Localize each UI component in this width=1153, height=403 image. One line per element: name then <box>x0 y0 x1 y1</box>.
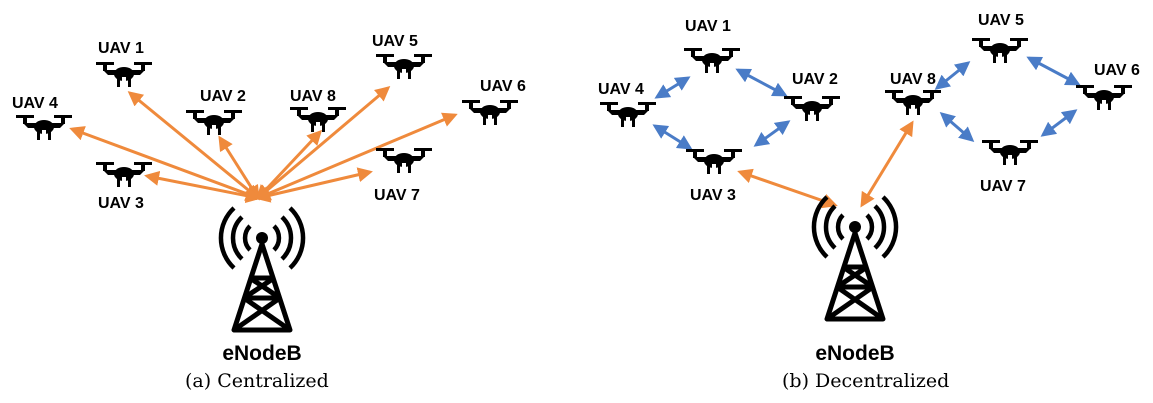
uav-3-drone-icon <box>686 149 742 174</box>
uav-3-label: UAV 3 <box>690 187 736 204</box>
link-uav6-uav7 <box>1040 109 1078 137</box>
uav-mesh-links <box>652 56 1081 150</box>
link-uav2-uav3 <box>753 120 791 147</box>
uav-8-drone-icon <box>885 90 941 115</box>
uav-7-drone-icon <box>376 148 432 173</box>
uav-4-drone-icon <box>16 115 72 140</box>
link-enodeb-uav4 <box>69 126 261 201</box>
uav-2-label: UAV 2 <box>792 71 838 88</box>
uav-7-drone-icon <box>982 140 1038 165</box>
centralized-panel: UAV 1 UAV 2 UAV 3 UAV 4 UAV 5 UAV 6 UAV … <box>0 0 560 403</box>
uav-1-drone-icon <box>96 62 152 87</box>
link-uav3-uav4 <box>652 124 693 150</box>
link-uav7-uav8 <box>939 112 975 142</box>
uav-3-drone-icon <box>96 162 152 187</box>
uav-6-drone-icon <box>462 100 518 125</box>
link-uav4-uav1 <box>654 76 691 99</box>
decentralized-panel: UAV 1 UAV 2 UAV 3 UAV 4 UAV 5 UAV 6 UAV … <box>560 0 1153 403</box>
uav-8-drone-icon <box>290 107 346 132</box>
link-uav1-uav2 <box>735 68 788 97</box>
uav-8-label: UAV 8 <box>290 88 336 105</box>
uav-6-drone-icon <box>1076 85 1132 110</box>
caption-centralized: (a) Centralized <box>185 370 329 392</box>
decentralized-diagram: UAV 1 UAV 2 UAV 3 UAV 4 UAV 5 UAV 6 UAV … <box>598 12 1140 365</box>
link-uav5-uav6 <box>1026 56 1081 86</box>
uav-6-label: UAV 6 <box>1094 62 1140 79</box>
link-enodeb-uav8 <box>255 129 323 201</box>
link-uav3-enodeb <box>737 168 838 209</box>
link-enodeb-uav8 <box>860 120 914 208</box>
enodeb-tower-icon <box>814 197 896 319</box>
uav-1-label: UAV 1 <box>98 40 144 57</box>
link-enodeb-uav6 <box>255 112 458 201</box>
enodeb-tower-icon <box>221 208 303 330</box>
enodeb-label: eNodeB <box>222 342 301 365</box>
uav-1-drone-icon <box>684 48 740 73</box>
uav-8-label: UAV 8 <box>890 71 936 88</box>
centralized-links <box>69 86 458 204</box>
link-enodeb-uav3 <box>144 170 261 204</box>
uav-2-label: UAV 2 <box>200 88 246 105</box>
uav-4-label: UAV 4 <box>598 81 644 98</box>
uav-5-drone-icon <box>376 54 432 79</box>
uav-2-drone-icon <box>784 96 840 121</box>
uav-5-label: UAV 5 <box>372 33 418 50</box>
caption-decentralized: (b) Decentralized <box>782 370 950 392</box>
uav-7-label: UAV 7 <box>374 187 420 204</box>
enodeb-label: eNodeB <box>815 342 894 365</box>
base-links <box>737 120 914 209</box>
centralized-diagram: UAV 1 UAV 2 UAV 3 UAV 4 UAV 5 UAV 6 UAV … <box>12 33 526 365</box>
uav-5-drone-icon <box>972 38 1028 63</box>
uav-3-label: UAV 3 <box>98 195 144 212</box>
uav-5-label: UAV 5 <box>978 12 1024 29</box>
uav-1-label: UAV 1 <box>685 18 731 35</box>
uav-7-label: UAV 7 <box>980 178 1026 195</box>
link-enodeb-uav1 <box>127 91 261 200</box>
uav-6-label: UAV 6 <box>480 78 526 95</box>
uav-4-label: UAV 4 <box>12 95 58 112</box>
link-enodeb-uav2 <box>218 135 260 201</box>
uav-4-drone-icon <box>600 102 656 127</box>
uav-2-drone-icon <box>186 110 242 135</box>
link-uav8-uav5 <box>934 61 971 90</box>
